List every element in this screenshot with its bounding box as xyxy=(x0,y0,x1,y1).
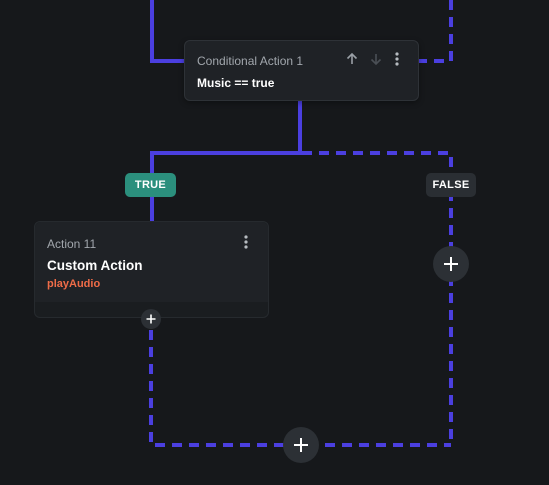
action-subtitle: playAudio xyxy=(47,278,101,290)
conditional-action-card[interactable]: Conditional Action 1 Music == true xyxy=(184,40,419,101)
action-card[interactable]: Action 11 Custom Action playAudio xyxy=(34,221,269,318)
conditional-action-title: Conditional Action 1 xyxy=(197,54,304,68)
true-branch-label: TRUE xyxy=(125,173,176,197)
action-title: Action 11 xyxy=(47,237,97,251)
arrow-down-icon[interactable] xyxy=(368,51,384,67)
add-false-branch-action-button[interactable] xyxy=(433,246,469,282)
plus-icon xyxy=(294,438,308,452)
action-card-body xyxy=(35,222,268,302)
connector-true-branch xyxy=(150,100,302,221)
plus-icon xyxy=(146,314,156,324)
connector-merge-dashed xyxy=(149,330,451,447)
add-action-button[interactable] xyxy=(141,309,161,329)
action-name: Custom Action xyxy=(47,258,143,273)
add-after-merge-button[interactable] xyxy=(283,427,319,463)
more-vertical-icon[interactable] xyxy=(238,234,254,250)
conditional-expression: Music == true xyxy=(197,76,275,90)
plus-icon xyxy=(444,257,458,271)
connector-false-branch xyxy=(302,151,453,445)
connector-top-right-dashed xyxy=(419,0,453,63)
arrow-up-icon[interactable] xyxy=(344,51,360,67)
false-branch-label: FALSE xyxy=(426,173,476,197)
more-vertical-icon[interactable] xyxy=(389,51,405,67)
connector-incoming xyxy=(150,0,185,63)
